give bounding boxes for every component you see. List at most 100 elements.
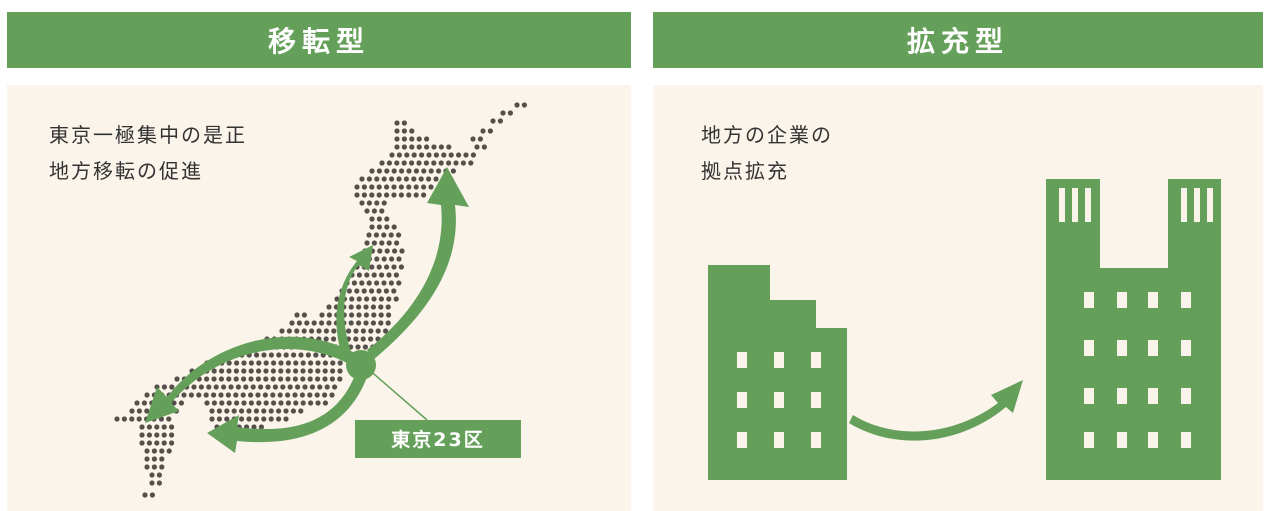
- map-dot: [204, 400, 210, 406]
- map-dot: [355, 344, 361, 350]
- map-dot: [253, 408, 259, 414]
- map-dot: [337, 368, 343, 374]
- map-dot: [470, 136, 476, 142]
- map-dot: [296, 320, 302, 326]
- map-dot: [241, 400, 247, 406]
- panel-title-relocation: 移転型: [267, 25, 370, 58]
- map-dot: [225, 392, 231, 398]
- map-dot: [398, 264, 404, 270]
- map-dot: [379, 160, 385, 166]
- map-dot: [256, 400, 262, 406]
- map-dot: [246, 408, 252, 414]
- map-dot: [394, 120, 400, 126]
- map-dot: [234, 360, 240, 366]
- map-dot: [463, 152, 469, 158]
- map-dot: [254, 352, 260, 358]
- map-dot: [241, 360, 247, 366]
- map-dot: [159, 456, 165, 462]
- map-dot: [233, 392, 239, 398]
- map-dot: [271, 400, 277, 406]
- expansion-arrow: [849, 380, 1023, 441]
- window: [737, 352, 747, 368]
- window: [811, 392, 821, 408]
- map-dot: [317, 384, 323, 390]
- map-dot: [409, 160, 415, 166]
- map-dot: [299, 392, 305, 398]
- map-dot: [283, 408, 289, 414]
- map-dot: [521, 102, 528, 108]
- map-dot: [356, 312, 362, 318]
- map-dot: [219, 400, 225, 406]
- map-dot: [394, 144, 400, 150]
- map-dot: [308, 400, 314, 406]
- map-dot: [196, 392, 202, 398]
- map-dot: [348, 320, 354, 326]
- map-dot: [424, 144, 430, 150]
- map-dot: [329, 376, 335, 382]
- map-dot: [438, 144, 444, 150]
- map-dot: [453, 160, 459, 166]
- map-dot: [386, 160, 392, 166]
- map-dot: [353, 328, 359, 334]
- map-dot: [396, 152, 402, 158]
- map-dot: [293, 400, 299, 406]
- map-dot: [316, 328, 322, 334]
- map-dot: [285, 376, 291, 382]
- map-dot: [270, 368, 276, 374]
- tower-slit: [1085, 188, 1091, 222]
- map-dot: [226, 400, 232, 406]
- map-dot: [286, 328, 292, 334]
- relocation-description-line-2: 地方移転の促進: [49, 159, 203, 183]
- map-dot: [353, 336, 359, 342]
- map-dot: [389, 152, 395, 158]
- map-dot: [404, 152, 410, 158]
- map-dot: [233, 376, 239, 382]
- map-dot: [416, 136, 422, 142]
- map-dot: [251, 424, 257, 430]
- map-dot: [235, 384, 241, 390]
- map-dot: [409, 136, 415, 142]
- map-dot: [142, 492, 148, 498]
- map-dot: [129, 408, 135, 414]
- map-dot: [371, 240, 377, 246]
- map-dot: [384, 184, 390, 190]
- map-dot: [393, 272, 399, 278]
- map-dot: [161, 384, 167, 390]
- map-dot: [480, 128, 486, 134]
- map-dot: [278, 376, 284, 382]
- window: [1181, 432, 1191, 448]
- map-dot: [263, 400, 269, 406]
- map-dot: [322, 400, 328, 406]
- map-dot: [378, 304, 384, 310]
- map-dot: [406, 168, 412, 174]
- arrow-to-shikoku: [207, 375, 367, 453]
- map-dot: [361, 288, 367, 294]
- map-dot: [263, 368, 269, 374]
- map-dot: [446, 160, 452, 166]
- map-dot: [270, 376, 276, 382]
- map-dot: [399, 248, 405, 254]
- map-dot: [161, 440, 167, 446]
- map-dot: [141, 400, 147, 406]
- map-dot: [156, 472, 162, 478]
- map-dot: [315, 376, 321, 382]
- map-dot: [394, 128, 400, 134]
- map-dot: [226, 360, 232, 366]
- map-dot: [398, 192, 404, 198]
- map-dot: [376, 264, 382, 270]
- window: [1148, 292, 1158, 308]
- map-dot: [389, 256, 395, 262]
- map-dot: [241, 376, 247, 382]
- map-dot: [416, 144, 422, 150]
- window: [1181, 388, 1191, 404]
- map-dot: [416, 160, 422, 166]
- map-dot: [334, 296, 340, 302]
- map-dot: [240, 392, 246, 398]
- map-dot: [261, 352, 267, 358]
- map-dot: [226, 368, 232, 374]
- map-dot: [169, 440, 175, 446]
- map-dot: [384, 168, 390, 174]
- map-dot: [283, 352, 289, 358]
- map-dot: [413, 168, 419, 174]
- expansion-description-line-1: 地方の企業の: [701, 123, 833, 147]
